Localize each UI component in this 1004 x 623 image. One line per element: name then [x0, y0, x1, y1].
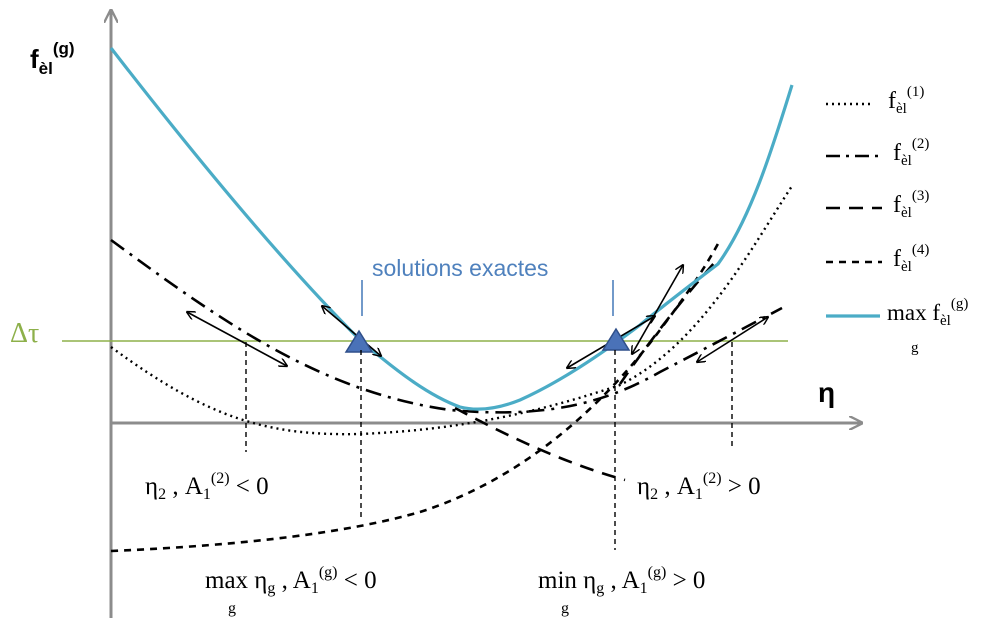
legend: fèl(1) fèl(2) fèl(3) fèl(4) max fèl(g) g	[826, 84, 968, 356]
label-max-eta-under: g	[228, 600, 236, 617]
curve-f2	[110, 238, 783, 414]
curve-f1	[110, 185, 794, 436]
solutions-label: solutions exactes	[372, 255, 548, 281]
tangent-arrow-5	[697, 317, 768, 362]
label-min-eta: min ηg , A1(g) > 0	[538, 564, 705, 597]
curve-max	[109, 47, 794, 411]
tangent-arrow-4	[632, 265, 683, 354]
tangent-arrow-2	[322, 306, 381, 356]
label-right-eta: η2 , A1(2) > 0	[637, 470, 761, 503]
label-min-eta-under: g	[561, 600, 569, 617]
legend-label-max: max fèl(g)	[887, 296, 968, 329]
legend-label-f2: fèl(2)	[893, 136, 929, 169]
solution-marker-right	[601, 327, 631, 351]
threshold-label: Δτ	[10, 318, 39, 349]
y-axis-label: fèl(g)	[30, 39, 75, 78]
legend-label-max-under: g	[911, 340, 919, 356]
legend-label-f3: fèl(3)	[893, 188, 929, 221]
curve-f4	[110, 239, 722, 553]
tangent-arrow-1	[187, 312, 287, 366]
label-max-eta: max ηg , A1(g) < 0	[205, 564, 377, 597]
x-axis-label: η	[818, 377, 835, 408]
legend-label-f4: fèl(4)	[893, 242, 929, 275]
label-left-eta: η2 , A1(2) < 0	[145, 470, 269, 503]
solution-marker-left	[344, 329, 374, 353]
legend-label-f1: fèl(1)	[888, 84, 924, 117]
